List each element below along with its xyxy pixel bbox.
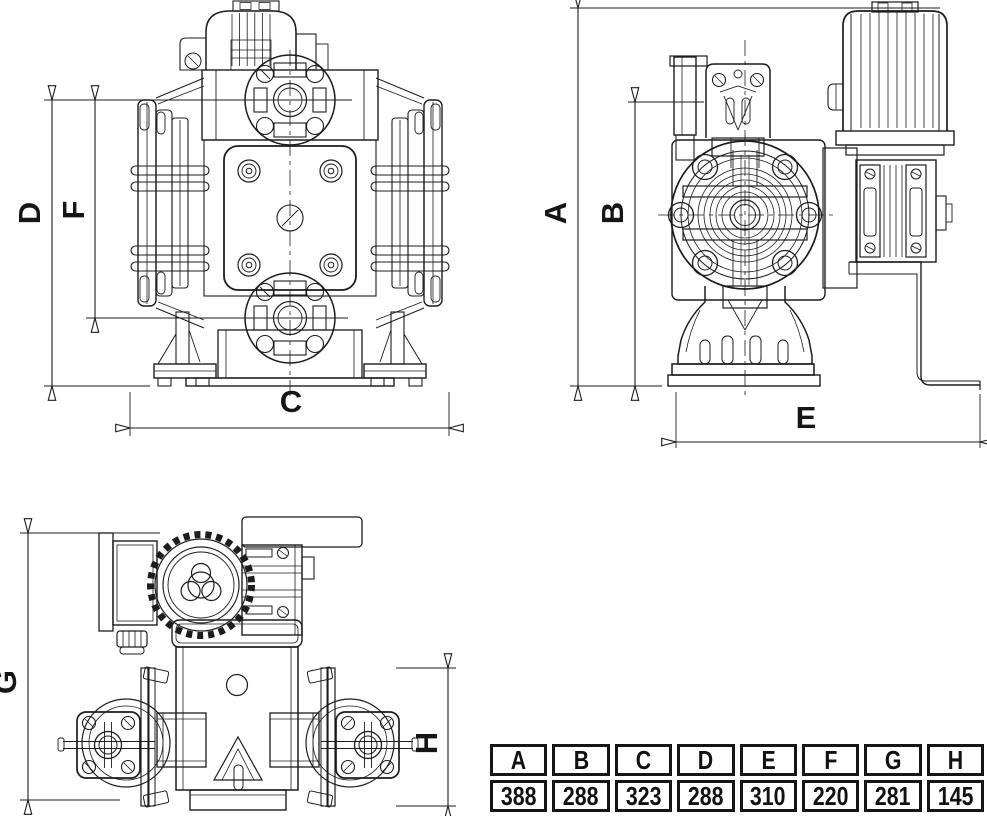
top-view: G H	[0, 516, 456, 811]
table-header-b: B	[552, 744, 610, 776]
top-view-geometry	[57, 516, 419, 811]
table-value-c: 323	[614, 780, 673, 812]
dim-label-d: D	[12, 202, 47, 224]
table-header-f: F	[801, 744, 860, 776]
dim-label-e: E	[796, 400, 817, 435]
dim-label-f: F	[56, 201, 91, 220]
dimension-table: A B C D E F G H 388 288 323 288 310 220 …	[490, 744, 984, 812]
table-value-e: 310	[739, 780, 797, 812]
table-header-d: D	[677, 744, 735, 776]
table-value-g: 281	[864, 780, 922, 812]
side-view-geometry	[658, 1, 981, 396]
table-header-e: E	[739, 744, 797, 776]
side-view-dimensions: A B E	[538, 8, 980, 448]
dim-label-g: G	[0, 670, 23, 694]
table-header-a: A	[490, 744, 548, 776]
front-view-dimensions: D F C	[12, 100, 449, 436]
table-header-g: G	[864, 744, 922, 776]
dim-label-a: A	[538, 202, 573, 224]
table-header-c: C	[614, 744, 673, 776]
table-header-h: H	[926, 744, 984, 776]
top-view-dimensions: G H	[0, 533, 456, 806]
table-value-a: 388	[490, 780, 548, 812]
dim-label-c: C	[280, 384, 302, 419]
dim-label-h: H	[409, 732, 444, 754]
side-view: A B E	[538, 2, 980, 448]
table-value-d: 288	[677, 780, 735, 812]
table-value-f: 220	[801, 780, 860, 812]
front-view: D F C	[12, 0, 450, 436]
table-value-b: 288	[552, 780, 610, 812]
dim-label-b: B	[595, 202, 630, 224]
table-value-h: 145	[926, 780, 984, 812]
front-view-geometry	[130, 0, 450, 398]
